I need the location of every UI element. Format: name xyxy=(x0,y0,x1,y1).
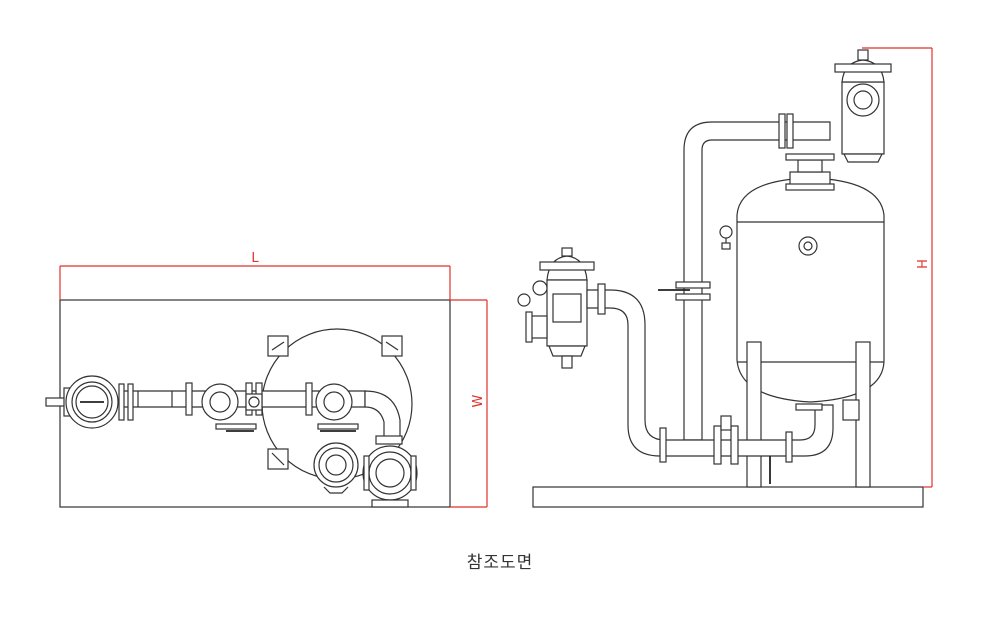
plan-view: L W xyxy=(45,251,488,508)
dimension-length: L xyxy=(59,251,451,300)
drawing-caption: 참조도면 xyxy=(466,553,534,573)
plan-outlet-flange-2 xyxy=(362,435,418,508)
plan-strainer-small xyxy=(245,393,263,411)
plan-inlet-flange xyxy=(45,375,134,429)
plan-main-pipe xyxy=(119,382,401,441)
plan-anchor-plates xyxy=(267,335,403,470)
elevation-tank xyxy=(736,177,885,403)
plan-valve-2 xyxy=(315,383,359,432)
dimension-height: H xyxy=(862,47,933,488)
plan-valve-1 xyxy=(201,383,257,432)
elevation-left-strainer xyxy=(517,247,595,369)
dimension-width-label: W xyxy=(471,394,486,407)
elevation-bottom-pipe xyxy=(586,283,860,484)
elevation-riser-pipe xyxy=(658,113,831,441)
plan-outlet-flange-1 xyxy=(313,442,359,494)
dimension-length-label: L xyxy=(251,251,259,266)
elevation-top-nozzle xyxy=(785,153,835,191)
elevation-pressure-gauge xyxy=(719,225,733,250)
elevation-top-strainer xyxy=(834,49,892,163)
dimension-height-label: H xyxy=(916,259,931,269)
elevation-view: H xyxy=(517,47,933,508)
elevation-base-skid xyxy=(532,486,924,508)
dimension-width: W xyxy=(450,299,488,508)
